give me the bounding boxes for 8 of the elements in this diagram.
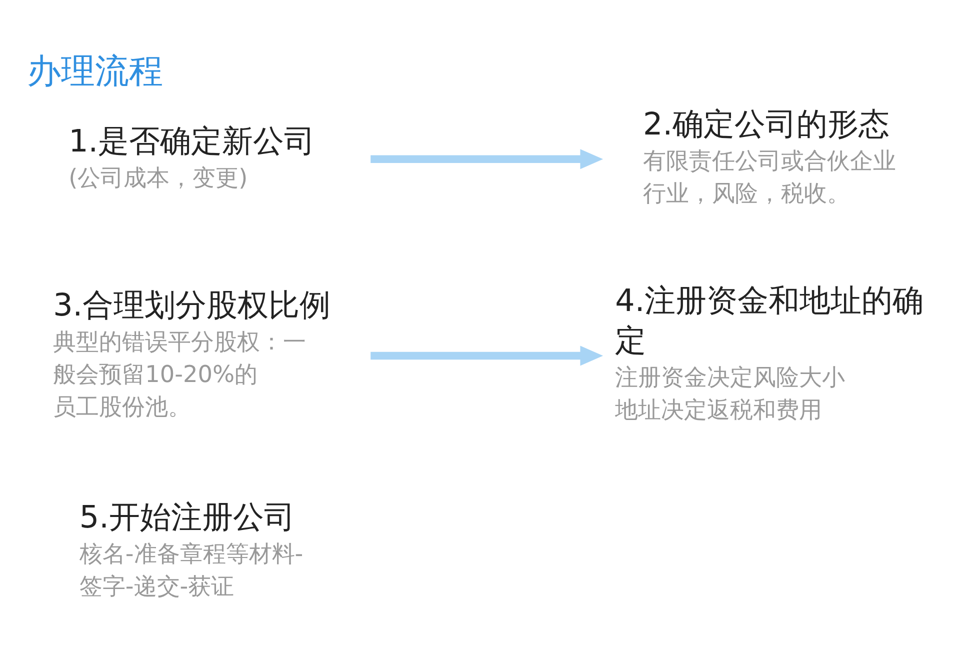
- node-text: 2.确定公司的形态 有限责任公司或合伙企业行业，风险，税收。: [643, 106, 896, 206]
- node-text: 5.开始注册公司 核名-准备章程等材料-签字-递交-获证: [79, 499, 304, 600]
- arrow: [370, 345, 604, 366]
- node-text: 4.注册资金和地址的确定 注册资金决定风险大小 地址决定返税和费用: [615, 282, 924, 424]
- arrow: [370, 148, 604, 169]
- diagram-title: 办理流程: [26, 51, 163, 92]
- node-text: 3.合理划分股权比例 典型的错误平分股权：一般会预留10-20%的员工股份池。: [53, 287, 331, 420]
- node-text: 1.是否确定新公司 (公司成本，变更): [68, 122, 316, 191]
